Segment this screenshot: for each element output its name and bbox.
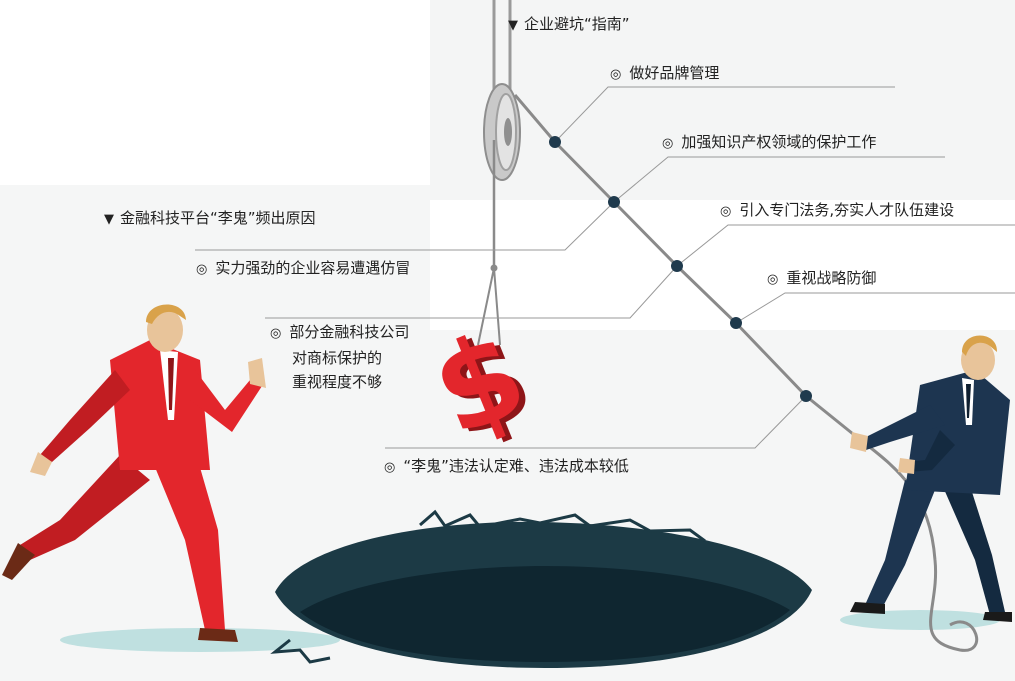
bullet-circle-icon: ◎ <box>767 272 779 287</box>
pit-hole <box>270 509 812 668</box>
cause-item-2: ◎ 部分金融科技公司 对商标保护的 重视程度不够 <box>270 320 470 394</box>
cause-item-text: 实力强劲的企业容易遭遇仿冒 <box>215 259 411 277</box>
guide-item-text: 加强知识产权领域的保护工作 <box>681 133 877 151</box>
leader-guide-2 <box>613 156 945 203</box>
leader-guide-4 <box>735 292 1015 324</box>
running-man-red <box>2 304 266 642</box>
guide-item-text: 引入专门法务,夯实人才队伍建设 <box>739 201 955 219</box>
guide-item-text: 重视战略防御 <box>786 269 877 287</box>
bullet-circle-icon: ◎ <box>662 136 674 151</box>
cause-item-1: ◎ 实力强劲的企业容易遭遇仿冒 <box>196 258 410 280</box>
rope-hook <box>477 267 501 346</box>
leader-cause-2 <box>265 265 678 319</box>
pulling-man-navy <box>850 335 1012 622</box>
guide-item-4: ◎ 重视战略防御 <box>767 268 876 290</box>
cause-item-text: “李鬼”违法认定难、违法成本较低 <box>403 457 629 475</box>
bullet-circle-icon: ◎ <box>196 262 208 277</box>
rope-dot-4 <box>730 317 742 329</box>
bullet-circle-icon: ◎ <box>384 460 396 475</box>
cause-item-text-line-1: 部分金融科技公司 <box>289 323 410 341</box>
leader-guide-3 <box>676 224 1015 267</box>
cause-item-text-line-3: 重视程度不够 <box>292 373 383 391</box>
guide-item-1: ◎ 做好品牌管理 <box>610 63 719 85</box>
bullet-circle-icon: ◎ <box>720 204 732 219</box>
puller-shadow <box>840 610 1000 630</box>
background-panel-top <box>430 0 1015 200</box>
rope-dot-5 <box>800 390 812 402</box>
leader-guide-1 <box>554 86 895 143</box>
rope-dot-1 <box>549 136 561 148</box>
cause-item-text-line-2: 对商标保护的 <box>292 349 383 367</box>
cause-item-3: ◎ “李鬼”违法认定难、违法成本较低 <box>384 456 629 478</box>
bullet-circle-icon: ◎ <box>270 326 282 341</box>
causes-title-text: 金融科技平台“李鬼”频出原因 <box>120 209 316 227</box>
guide-title-text: 企业避坑“指南” <box>524 15 630 33</box>
causes-section-title: ▼ 金融科技平台“李鬼”频出原因 <box>104 208 316 230</box>
leader-cause-1 <box>195 201 615 251</box>
triangle-down-icon: ▼ <box>508 18 518 33</box>
guide-item-3: ◎ 引入专门法务,夯实人才队伍建设 <box>720 200 954 222</box>
guide-item-text: 做好品牌管理 <box>629 64 720 82</box>
leader-cause-3 <box>385 395 807 449</box>
guide-section-title: ▼ 企业避坑“指南” <box>508 14 630 36</box>
bullet-circle-icon: ◎ <box>610 67 622 82</box>
rope-dot-2 <box>608 196 620 208</box>
rope-dot-3 <box>671 260 683 272</box>
triangle-down-icon: ▼ <box>104 212 114 227</box>
guide-item-2: ◎ 加强知识产权领域的保护工作 <box>662 132 876 154</box>
